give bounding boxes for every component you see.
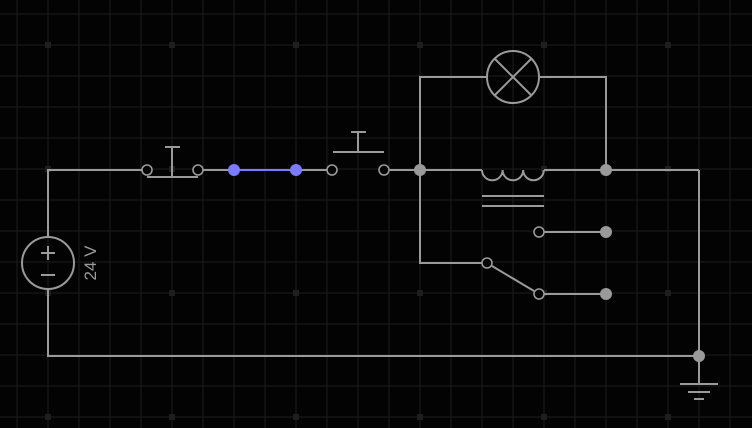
junction-node[interactable] [600, 164, 612, 176]
plus-icon [41, 246, 55, 260]
grid-major-dot [293, 290, 299, 296]
grid-major-dot [293, 414, 299, 420]
grid-major-dot [417, 42, 423, 48]
grid-major-dot [417, 414, 423, 420]
lamp[interactable] [486, 50, 540, 104]
grid-major-dot [665, 42, 671, 48]
grid-major-dot [417, 290, 423, 296]
grid-major-dot [45, 42, 51, 48]
relay-coil[interactable] [481, 169, 545, 207]
junctions [414, 164, 705, 362]
voltage-source[interactable]: 24 V [21, 236, 100, 290]
grid-major-dot [169, 42, 175, 48]
ground-symbol[interactable] [680, 356, 718, 400]
junction-node[interactable] [600, 226, 612, 238]
grid-major-dot [541, 42, 547, 48]
grid-major-dot [541, 414, 547, 420]
wire-lamp-right[interactable] [539, 76, 607, 170]
grid-major-dot [665, 290, 671, 296]
wires [47, 76, 700, 357]
wire-relay-common[interactable] [419, 170, 487, 264]
grid-major-dot [665, 414, 671, 420]
grid-major-dot [169, 290, 175, 296]
selected-node[interactable] [228, 164, 240, 176]
junction-node[interactable] [414, 164, 426, 176]
source-voltage-label: 24 V [81, 245, 100, 281]
wire-source-bottom[interactable] [47, 289, 699, 357]
grid-major-dot [45, 414, 51, 420]
selected-node[interactable] [290, 164, 302, 176]
pushbutton-nc[interactable] [141, 146, 204, 178]
wire-lamp-left[interactable] [419, 76, 488, 170]
pushbutton-no[interactable] [326, 131, 390, 176]
grid-major-dot [293, 42, 299, 48]
wire-source-top[interactable] [47, 169, 147, 237]
grid-major-dot [169, 414, 175, 420]
junction-node[interactable] [600, 288, 612, 300]
junction-node[interactable] [693, 350, 705, 362]
relay-switch[interactable] [481, 226, 545, 300]
